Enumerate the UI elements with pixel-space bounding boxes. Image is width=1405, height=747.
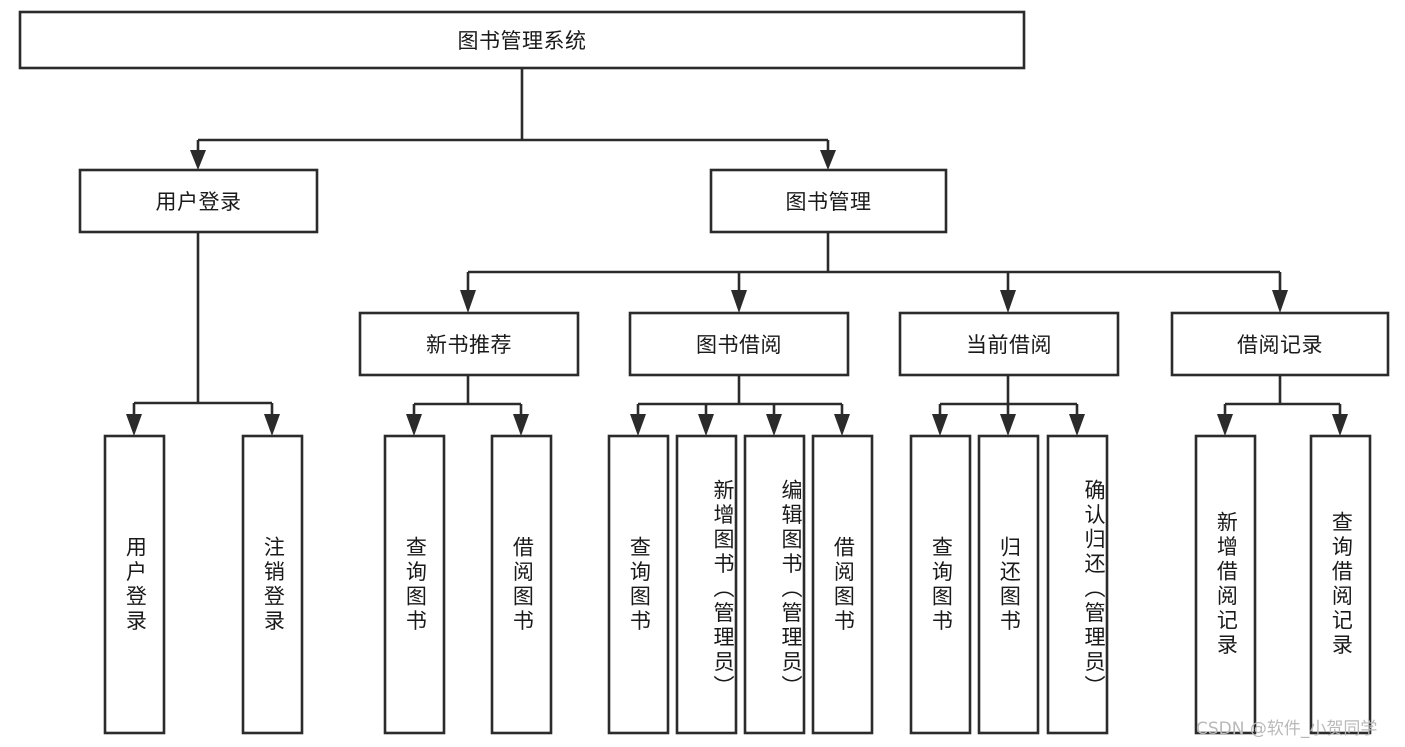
- node-box-new-book-recommend[interactable]: [358, 311, 580, 377]
- arrow-to-leaf-logout: [264, 414, 280, 436]
- leaf-box-borrow-book-b[interactable]: [811, 434, 874, 735]
- arrow-to-current-borrow: [1000, 290, 1016, 313]
- leaf-box-borrow-book-a[interactable]: [490, 434, 553, 735]
- leaf-box-query-book-b[interactable]: [607, 434, 670, 735]
- arrow-to-user-login: [190, 150, 206, 170]
- leaf-box-return-book[interactable]: [977, 434, 1040, 735]
- arrow-to-new-book-rec: [460, 290, 476, 313]
- arrow-to-leaf-edit-book: [766, 414, 782, 436]
- arrow-to-leaf-borrow-book-a: [513, 414, 529, 436]
- leaf-box-confirm-return[interactable]: [1046, 434, 1109, 735]
- arrow-to-book-borrow: [731, 290, 747, 313]
- arrow-to-leaf-add-record: [1217, 414, 1233, 436]
- leaf-box-logout[interactable]: [241, 434, 304, 735]
- arrow-to-borrow-record: [1272, 290, 1288, 313]
- node-box-user-login[interactable]: [78, 168, 319, 234]
- node-box-current-borrow[interactable]: [898, 311, 1120, 377]
- node-box-book-management[interactable]: [709, 168, 948, 234]
- leaf-box-edit-book[interactable]: [743, 434, 806, 735]
- node-box-book-borrow[interactable]: [628, 311, 850, 377]
- leaf-box-query-book-a[interactable]: [383, 434, 446, 735]
- arrow-to-leaf-user-login: [126, 414, 142, 436]
- arrow-to-leaf-borrow-book-b: [834, 414, 850, 436]
- arrow-to-leaf-add-book: [698, 414, 714, 436]
- arrow-to-leaf-confirm-return: [1069, 414, 1085, 436]
- nodes-group: [18, 10, 1390, 735]
- leaf-box-add-record[interactable]: [1194, 434, 1257, 735]
- arrow-to-leaf-query-book-a: [406, 414, 422, 436]
- leaf-box-query-record[interactable]: [1309, 434, 1372, 735]
- edges-group: [126, 68, 1348, 436]
- node-box-root[interactable]: [18, 10, 1026, 70]
- arrow-to-leaf-query-record: [1332, 414, 1348, 436]
- leaf-box-user-login[interactable]: [103, 434, 166, 735]
- arrow-to-leaf-query-book-c: [932, 414, 948, 436]
- node-box-borrow-record[interactable]: [1170, 311, 1390, 377]
- arrow-to-leaf-query-book-b: [630, 414, 646, 436]
- arrow-to-book-management: [820, 150, 836, 170]
- leaf-box-add-book[interactable]: [675, 434, 738, 735]
- leaf-box-query-book-c[interactable]: [909, 434, 972, 735]
- arrow-to-leaf-return-book: [1000, 414, 1016, 436]
